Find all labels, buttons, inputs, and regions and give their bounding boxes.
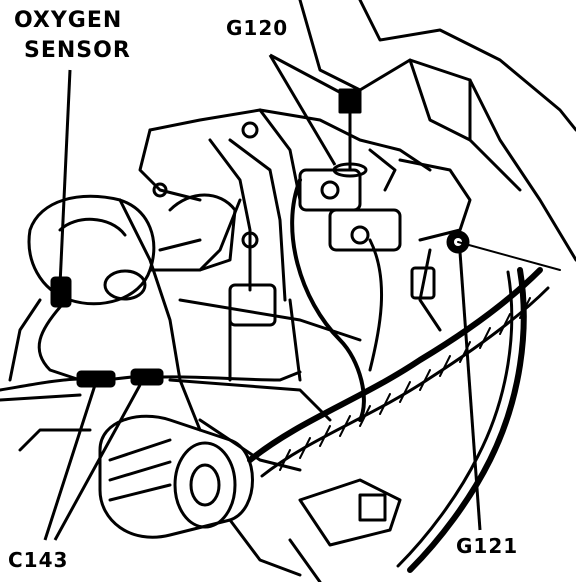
g120-leader-2 xyxy=(269,53,346,97)
g121-ground-bolt xyxy=(446,230,561,271)
firewall-outline xyxy=(298,0,576,262)
g120-label: G120 xyxy=(226,16,289,40)
oxygen-sensor-leader xyxy=(58,69,72,286)
g121-label: G121 xyxy=(456,534,519,558)
intake-manifold xyxy=(138,108,472,302)
leader-lines xyxy=(43,53,482,541)
c143-leader-1 xyxy=(43,384,97,541)
wiring-harness xyxy=(247,178,550,573)
g120-leader-1 xyxy=(268,54,337,166)
engine-block xyxy=(118,198,362,472)
oxygen-sensor-label-line2: SENSOR xyxy=(24,38,131,63)
g121-leader xyxy=(458,251,482,531)
g120-ground-stud xyxy=(332,88,397,192)
oxygen-sensor xyxy=(37,276,82,382)
c143-connector xyxy=(0,368,302,402)
exhaust-manifold xyxy=(8,193,242,382)
starter-motor xyxy=(18,414,302,577)
lower-bracket xyxy=(288,478,402,582)
oxygen-sensor-label-line1: OXYGEN xyxy=(14,8,123,33)
c143-label: C143 xyxy=(8,548,69,572)
c143-leader-2 xyxy=(53,384,142,541)
